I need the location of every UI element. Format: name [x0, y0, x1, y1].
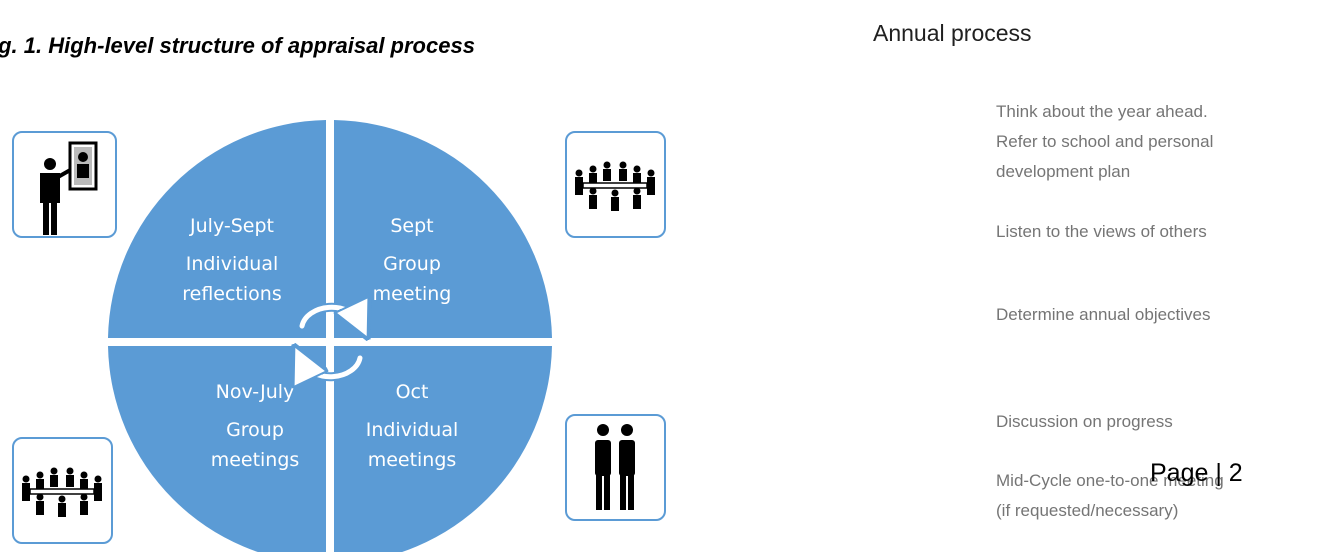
group-table-icon — [565, 131, 666, 238]
step-line: development plan — [996, 162, 1131, 181]
step-line: Mid-Cycle one-to-one meeting — [996, 471, 1224, 490]
quadrant-oct — [334, 346, 552, 552]
quadrant-period: Oct — [396, 381, 429, 403]
step-line: Discussion on progress — [996, 412, 1173, 431]
quadrant-nov-july — [108, 346, 326, 552]
step-line: (if requested/necessary) — [996, 501, 1179, 520]
quadrant-period: July-Sept — [189, 215, 274, 237]
quadrant-label-line1: Individual — [366, 419, 459, 441]
quadrant-period: Nov-July — [216, 381, 295, 403]
group-table-icon — [12, 437, 113, 544]
step-listen: Listen to the views of others — [996, 217, 1207, 247]
page-number: Page | 2 — [1150, 459, 1243, 487]
two-people-icon — [565, 414, 666, 521]
quadrant-label-line2: meeting — [373, 283, 452, 305]
appraisal-cycle-diagram: July-Sept Individual reflections Sept Gr… — [108, 120, 552, 552]
quadrant-label-line2: meetings — [368, 449, 457, 471]
step-objectives: Determine annual objectives — [996, 300, 1211, 330]
quadrant-label-line1: Group — [226, 419, 284, 441]
quadrant-period: Sept — [390, 215, 433, 237]
quadrant-label-line2: meetings — [211, 449, 300, 471]
step-line: Listen to the views of others — [996, 222, 1207, 241]
quadrant-july-sept — [108, 120, 326, 338]
step-line: Think about the year ahead. — [996, 102, 1208, 121]
step-line: Refer to school and personal — [996, 132, 1214, 151]
quadrant-sept — [334, 120, 552, 338]
annual-process-title: Annual process — [873, 20, 1032, 46]
quadrant-label-line2: reflections — [182, 283, 281, 305]
presenter-icon — [12, 131, 117, 238]
quadrant-label-line1: Individual — [186, 253, 279, 275]
quadrant-label-line1: Group — [383, 253, 441, 275]
figure-title: ig. 1. High-level structure of appraisal… — [0, 33, 475, 58]
step-line: Determine annual objectives — [996, 305, 1211, 324]
step-mid-cycle: Mid-Cycle one-to-one meeting (if request… — [996, 466, 1224, 526]
step-progress: Discussion on progress — [996, 407, 1173, 437]
cycle-arrows-icon — [302, 307, 360, 377]
step-think-ahead: Think about the year ahead. Refer to sch… — [996, 97, 1213, 187]
